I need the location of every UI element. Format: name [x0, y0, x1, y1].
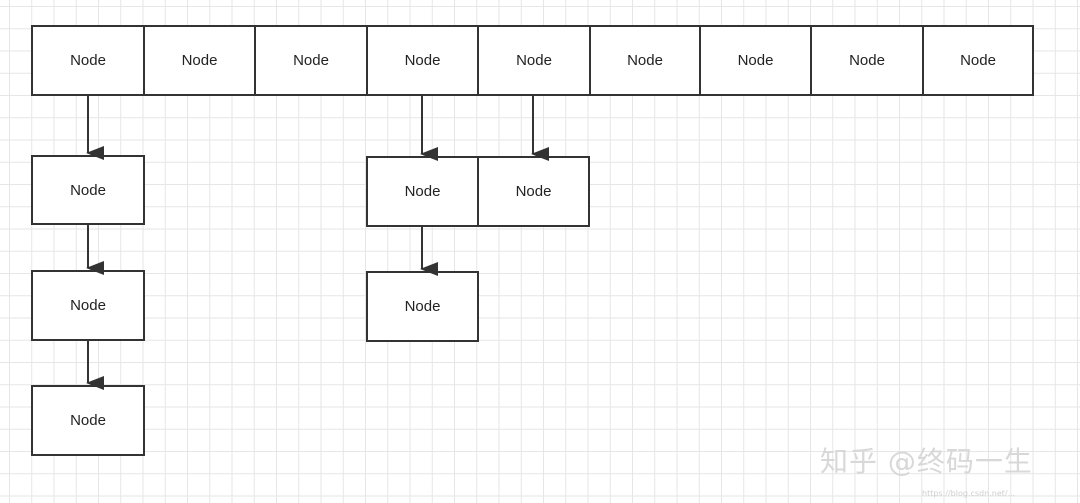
watermark-text: 知乎 @终码一生: [820, 445, 1033, 478]
chain-b-node-3: Node: [366, 271, 479, 342]
array-node-1: Node: [31, 25, 145, 96]
array-node-5: Node: [477, 25, 591, 96]
array-node-7: Node: [699, 25, 812, 96]
chain-b-node-1: Node: [366, 156, 479, 227]
array-node-3: Node: [254, 25, 368, 96]
chain-a-node-1: Node: [31, 155, 145, 225]
url-watermark: https://blog.csdn.net/...: [922, 489, 1016, 498]
chain-a-node-3: Node: [31, 385, 145, 456]
chain-b-node-2: Node: [477, 156, 590, 227]
array-node-8: Node: [810, 25, 924, 96]
array-node-2: Node: [143, 25, 256, 96]
array-node-9: Node: [922, 25, 1034, 96]
